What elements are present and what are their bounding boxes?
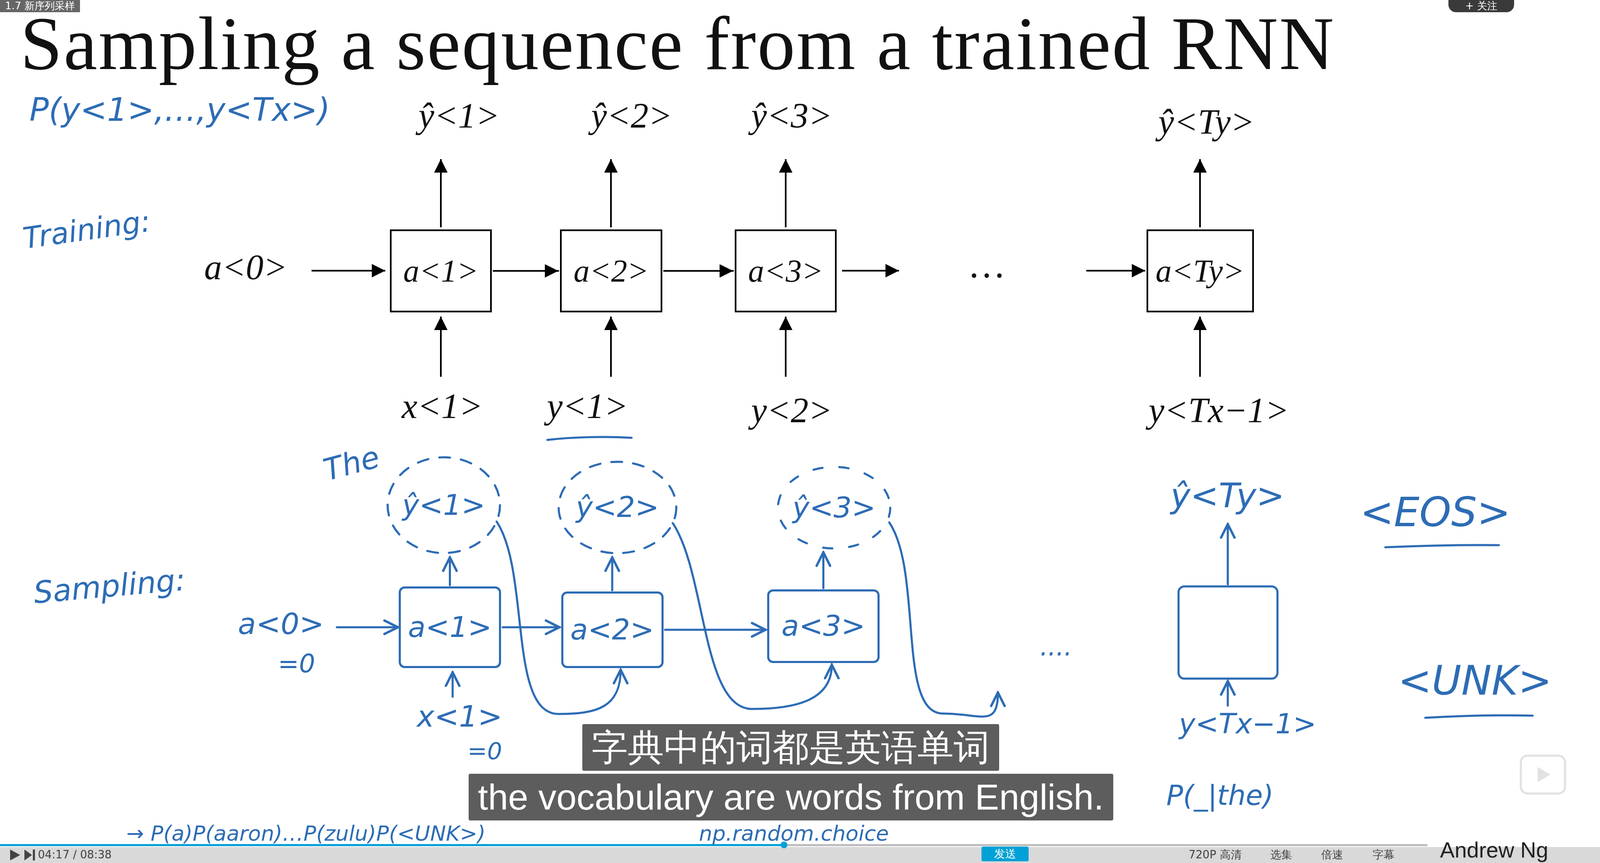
sampled-rnn-cell: a<3> [767, 589, 880, 664]
math-symbol: ŷ<Ty> [1158, 101, 1255, 144]
player-control-text: 720P 高清 [1188, 848, 1242, 862]
cell-label: ŷ<1> [402, 488, 486, 522]
math-symbol: x<1> [401, 385, 483, 428]
dashed-circle [778, 466, 891, 549]
tv-icon [1520, 755, 1566, 794]
output-arrow [440, 159, 442, 228]
cell-label: a<1> [408, 610, 492, 644]
hand-arrow [451, 672, 454, 697]
handwritten-note: <UNK> [1397, 656, 1552, 706]
math-symbol: a<0> [204, 246, 288, 289]
cell-label: a<1> [403, 252, 479, 290]
math-symbol: y<2> [751, 389, 833, 432]
math-symbol: … [970, 242, 1005, 288]
math-symbol: ŷ<3> [751, 94, 833, 138]
connector-arrow [822, 552, 825, 589]
rnn-cell-box: a<Ty> [1146, 229, 1254, 313]
player-control-text: 字幕 [1372, 848, 1395, 862]
rnn-cell-box: a<1> [389, 229, 492, 313]
input-arrow [440, 316, 442, 377]
progress-track [0, 844, 1428, 847]
handwritten-note: → P(a)P(aaron)…P(zulu)P(<UNK>) [126, 823, 486, 845]
state-arrow [1086, 269, 1146, 272]
handwritten-note: =0 [277, 648, 315, 679]
connector-arrow [611, 557, 614, 591]
handwritten-note: P(y<1>,…,y<Tx>) [29, 90, 331, 129]
handwritten-note: Training: [20, 203, 153, 257]
control-bar [0, 847, 1600, 863]
handwritten-note: a<0> [237, 606, 325, 642]
sampled-rnn-cell: a<1> [398, 586, 502, 669]
video-title: 1.7 新序列采样 [0, 0, 80, 13]
tv-icon-play [1537, 767, 1551, 783]
follow-button: + 关注 [1448, 0, 1515, 13]
handwritten-note: .... [1040, 631, 1072, 662]
connector-arrow [502, 626, 560, 629]
handwritten-note: The [319, 438, 384, 489]
handwritten-note: P(_|the) [1166, 778, 1274, 813]
handwritten-note: =0 [467, 736, 503, 766]
handwritten-note: x<1> [416, 698, 503, 735]
dashed-circle [558, 461, 677, 554]
underline-stroke [547, 437, 632, 440]
sampled-output-circle: ŷ<3> [775, 464, 893, 552]
cell-label: a<3> [781, 609, 866, 643]
progress-fill [0, 844, 784, 847]
state-arrow [842, 269, 899, 272]
handwritten-note: ŷ<Ty> [1170, 475, 1285, 517]
underline-stroke [1425, 715, 1533, 718]
input-arrow [1199, 316, 1201, 377]
sampled-output-circle: ŷ<2> [556, 458, 679, 557]
output-arrow [1199, 159, 1201, 228]
hand-arrow [1226, 524, 1230, 585]
last-rnn-cell [1178, 586, 1278, 679]
output-arrow [784, 159, 787, 228]
training-arrows [311, 159, 1200, 377]
math-symbol: ŷ<2> [591, 94, 673, 138]
hand-arrow [336, 626, 398, 629]
video-subtitle: 字典中的词都是英语单词 [582, 724, 1000, 771]
math-symbol: ŷ<1> [418, 94, 500, 138]
player-control-text: 选集 [1270, 848, 1293, 862]
math-symbol: y<Tx−1> [1148, 389, 1289, 432]
send-button: 发送 [981, 846, 1029, 862]
cell-label: ŷ<3> [792, 491, 876, 525]
hand-arrow [1226, 681, 1230, 706]
handwritten-note: Sampling: [32, 561, 187, 612]
handwritten-note: np.random.choice [698, 823, 889, 845]
input-arrow [784, 316, 787, 377]
handwritten-note: y<Tx−1> [1178, 707, 1317, 741]
handwritten-note: <EOS> [1360, 488, 1511, 537]
math-symbol: y<1> [546, 385, 629, 428]
play-icon [10, 849, 21, 861]
input-arrow [610, 316, 612, 377]
handwritten-sketch [336, 437, 1533, 718]
dashed-circle [387, 457, 501, 553]
connector-arrow [665, 629, 766, 632]
sampled-output-circle: ŷ<1> [385, 454, 503, 557]
player-control-text: 04:17 / 08:38 [37, 848, 112, 862]
feedback-curve [889, 522, 998, 717]
connector-arrow [448, 557, 451, 586]
rnn-cell-box: a<3> [734, 229, 837, 313]
next-icon [24, 849, 35, 861]
connector-arrow [664, 270, 734, 272]
connector-arrow [493, 270, 559, 272]
player-icon [1520, 755, 1566, 794]
rnn-cell-box: a<2> [560, 229, 663, 313]
underline-stroke [1385, 545, 1499, 548]
slide-title: Sampling a sequence from a trained RNN [20, 5, 1336, 82]
cell-label: ŷ<2> [576, 490, 659, 524]
sampled-rnn-cell: a<2> [561, 591, 664, 669]
state-arrow [311, 269, 386, 272]
output-arrow [610, 159, 612, 228]
cell-label: a<3> [748, 252, 824, 290]
cell-label: a<Ty> [1155, 252, 1245, 290]
author-credit: Andrew Ng [1440, 839, 1549, 862]
cell-label: a<2> [570, 613, 655, 647]
player-control-text: 倍速 [1321, 848, 1344, 862]
video-subtitle: the vocabulary are words from English. [468, 773, 1114, 821]
cell-label: a<2> [573, 252, 649, 290]
